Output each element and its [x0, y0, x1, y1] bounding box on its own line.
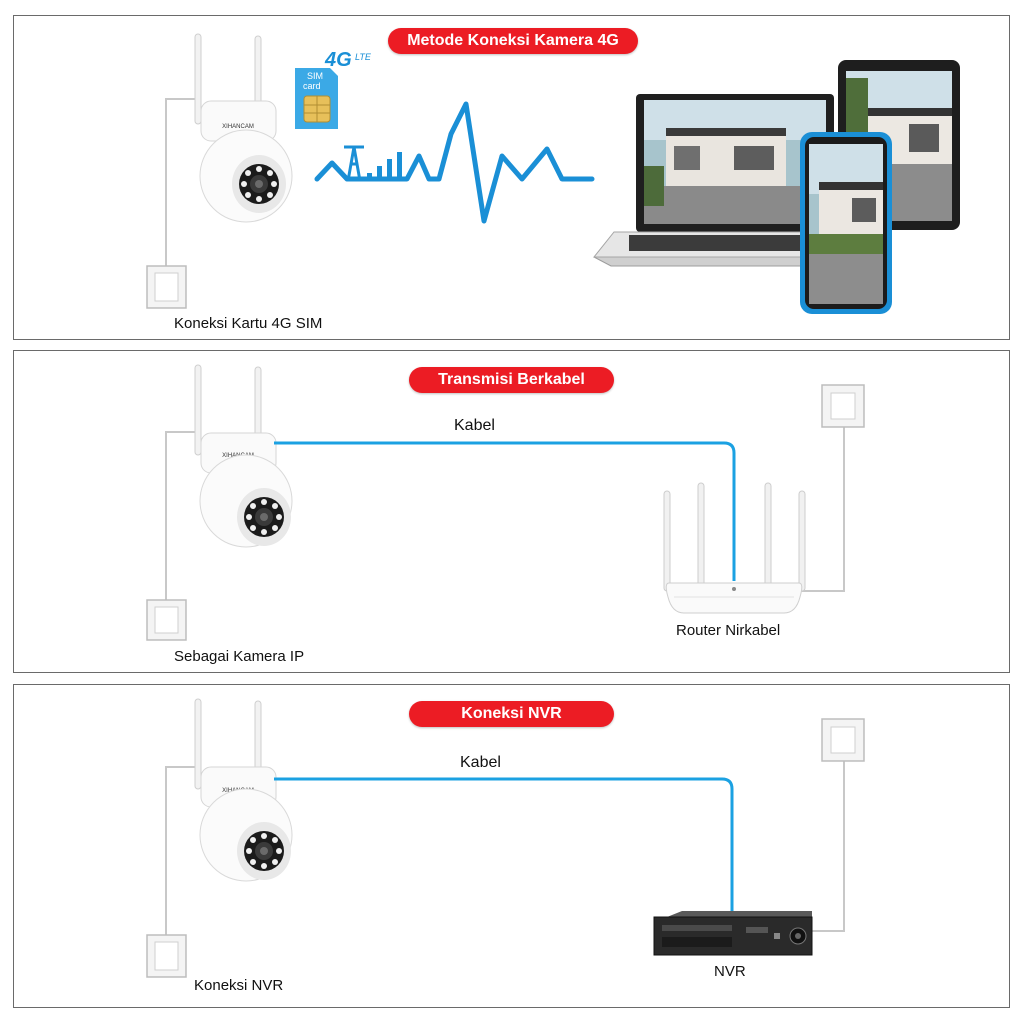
nvr-power-cable	[812, 753, 845, 932]
svg-text:card: card	[303, 81, 321, 91]
device-label: NVR	[714, 963, 746, 980]
svg-text:LTE: LTE	[355, 52, 372, 62]
laptop-icon	[592, 94, 878, 267]
ptz-camera-icon: XIHANCAM	[194, 33, 293, 223]
panel-nvr-artwork: XIHANCAM	[146, 698, 865, 978]
smartphone-icon	[800, 132, 892, 314]
sim-card-icon: SIM card	[295, 68, 338, 129]
camera-brand-text: XIHANCAM	[222, 124, 254, 130]
ptz-camera-icon: XIHANCAM	[194, 698, 293, 882]
panel-4g-connection: Metode Koneksi Kamera 4G XIHANCAM	[13, 15, 1010, 340]
panel-title-badge: Koneksi NVR	[409, 701, 614, 727]
nvr-recorder-icon	[653, 911, 813, 956]
panel-caption: Koneksi NVR	[194, 977, 284, 994]
wall-socket-icon	[146, 265, 187, 309]
panel-title-badge: Metode Koneksi Kamera 4G	[388, 28, 638, 54]
wall-socket-icon	[821, 718, 865, 762]
signal-strength-icon	[344, 145, 402, 182]
panel-caption: Koneksi Kartu 4G SIM	[174, 315, 323, 332]
power-cable	[165, 98, 199, 266]
panel-caption: Sebagai Kamera IP	[174, 648, 305, 665]
wall-socket-icon	[146, 599, 187, 641]
svg-text:4G: 4G	[324, 49, 352, 71]
power-cable	[165, 766, 199, 935]
panel-wired-transmission: Transmisi Berkabel XIHANCAM	[13, 350, 1010, 673]
cable-label: Kabel	[460, 754, 501, 771]
wall-socket-icon	[146, 934, 187, 978]
device-label: Router Nirkabel	[676, 622, 781, 639]
cable-label: Kabel	[454, 417, 495, 434]
signal-wave	[314, 101, 595, 224]
panel-nvr-connection: Koneksi NVR XIHANCAM	[13, 684, 1010, 1008]
panel-wired-artwork: XIHANCAM	[146, 364, 865, 641]
wall-socket-icon	[821, 384, 865, 428]
network-cable	[274, 777, 734, 917]
power-cable	[165, 431, 199, 600]
ptz-camera-icon: XIHANCAM	[194, 364, 293, 548]
wireless-router-icon	[663, 482, 806, 614]
panel-title-badge: Transmisi Berkabel	[409, 367, 614, 393]
svg-text:SIM: SIM	[307, 71, 323, 81]
router-power-cable	[784, 417, 845, 592]
lte-badge-icon: 4G LTE	[324, 49, 372, 71]
panel-4g-artwork: XIHANCAM SIM card 4G LTE	[146, 33, 960, 314]
network-cable	[274, 441, 736, 581]
